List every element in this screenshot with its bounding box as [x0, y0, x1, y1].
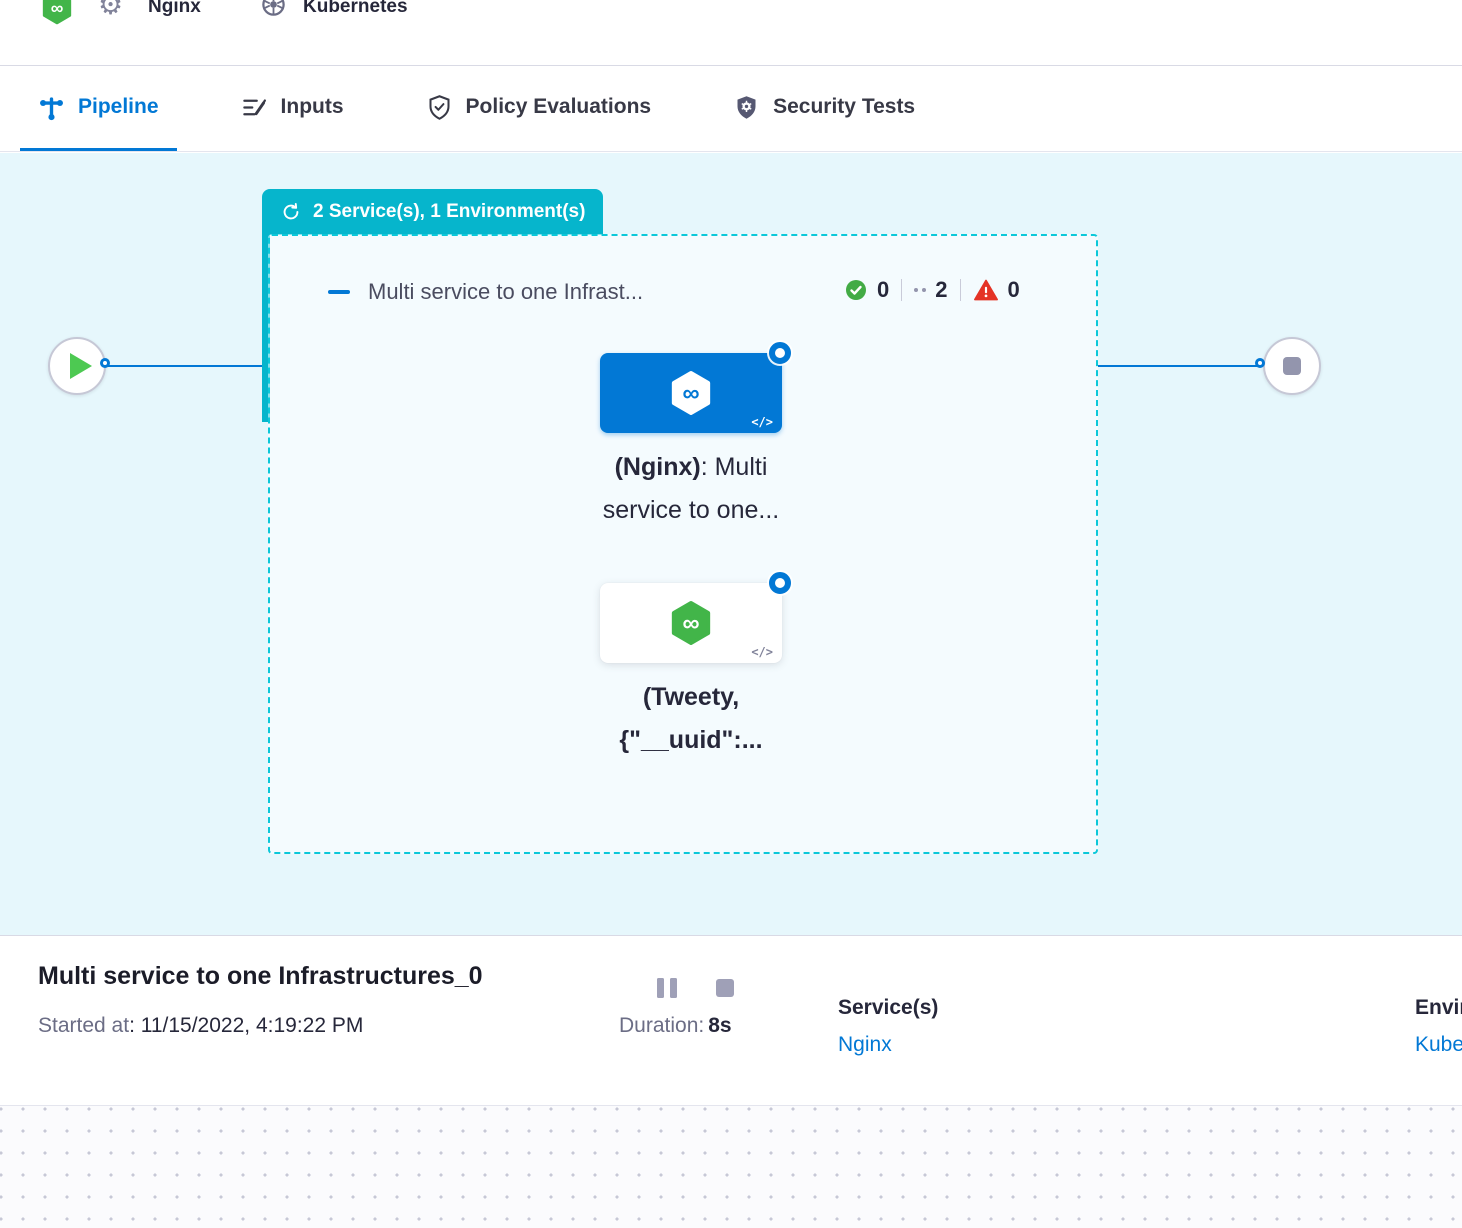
kubernetes-icon: [260, 0, 287, 23]
abort-button[interactable]: [716, 979, 734, 997]
step-label-tweety-line1: (Tweety,: [642, 683, 740, 711]
console-grid-area: [0, 1105, 1462, 1228]
execution-tabs: Pipeline Inputs Policy Evaluations: [0, 66, 1462, 152]
tab-inputs-label: Inputs: [280, 95, 344, 118]
running-count: 2: [935, 277, 948, 302]
step-node-nginx[interactable]: ∞ </>: [600, 342, 791, 433]
step-label-tweety: (Tweety, {"__uuid":...: [511, 676, 871, 762]
stage-title: Multi service to one Infrast...: [368, 279, 644, 304]
tab-policy-evaluations[interactable]: Policy Evaluations: [408, 66, 670, 151]
tab-inputs[interactable]: Inputs: [223, 66, 362, 151]
stage-group[interactable]: Multi service to one Infrast... 0 2: [268, 234, 1098, 854]
tab-policy-evaluations-label: Policy Evaluations: [465, 95, 652, 118]
step-label-nginx-rest: : Multi: [700, 453, 768, 481]
step-label-tweety-line2: {"__uuid":...: [619, 726, 763, 754]
svg-text:∞: ∞: [682, 610, 699, 637]
harness-pipeline-icon: ∞: [40, 0, 74, 30]
harness-service-icon-green: ∞: [668, 600, 714, 646]
stage-selection-bar: [262, 234, 270, 422]
topbar-service-name[interactable]: Nginx: [148, 0, 201, 17]
environments-block: Environment(s) Kubernetes: [1415, 996, 1462, 1057]
edge-start-to-stage: [108, 365, 268, 367]
tab-security-tests-label: Security Tests: [773, 95, 916, 118]
environments-value-link[interactable]: Kubernetes: [1415, 1033, 1462, 1056]
top-bar: ∞ ⚙ Nginx Kubernetes: [0, 0, 1462, 66]
end-node[interactable]: [1263, 337, 1321, 395]
stage-group-badge-label: 2 Service(s), 1 Environment(s): [313, 201, 586, 222]
duration: Duration:8s: [619, 1014, 732, 1038]
shield-check-icon: [426, 94, 453, 121]
code-icon: </>: [751, 645, 773, 659]
started-at-label: Started at: [38, 1014, 130, 1037]
collapse-stage-icon[interactable]: [328, 290, 350, 294]
stop-icon: [1283, 357, 1301, 375]
duration-label: Duration:: [619, 1014, 705, 1037]
cycle-icon: [280, 201, 302, 223]
start-node-port: [100, 358, 110, 368]
step-label-nginx: (Nginx): Multi service to one...: [511, 446, 871, 532]
execution-summary-bar: Multi service to one Infrastructures_0 S…: [0, 935, 1462, 1105]
execution-title: Multi service to one Infrastructures_0: [38, 962, 483, 990]
services-block: Service(s) Nginx: [838, 996, 938, 1057]
pause-button[interactable]: [657, 978, 678, 998]
svg-text:∞: ∞: [682, 380, 699, 407]
step-node-tweety[interactable]: ∞ </>: [600, 572, 791, 663]
end-node-port: [1255, 358, 1265, 368]
step-label-nginx-line2: service to one...: [602, 496, 780, 524]
services-label: Service(s): [838, 996, 939, 1019]
step-status-ring: [769, 572, 791, 594]
topbar-environment-name[interactable]: Kubernetes: [303, 0, 408, 17]
divider: [901, 279, 903, 301]
stage-group-badge[interactable]: 2 Service(s), 1 Environment(s): [262, 189, 604, 235]
pipeline-icon: [38, 94, 65, 121]
svg-text:∞: ∞: [51, 0, 64, 18]
harness-service-icon-white: ∞: [668, 370, 714, 416]
divider: [959, 279, 961, 301]
step-label-nginx-name: (Nginx): [614, 453, 701, 481]
play-icon: [70, 353, 92, 379]
environments-label: Environment(s): [1415, 996, 1462, 1019]
code-icon: </>: [751, 415, 773, 429]
stage-status-counts: 0 2 0: [844, 277, 1020, 303]
tab-pipeline-label: Pipeline: [78, 95, 159, 118]
pipeline-canvas: 2 Service(s), 1 Environment(s) Multi ser…: [0, 153, 1462, 935]
tab-security-tests[interactable]: Security Tests: [715, 66, 933, 151]
shield-gear-icon: [733, 94, 760, 121]
inputs-icon: [241, 94, 268, 121]
gear-icon: ⚙: [98, 0, 124, 20]
tab-pipeline[interactable]: Pipeline: [20, 66, 177, 151]
started-at: Started at: 11/15/2022, 4:19:22 PM: [38, 1014, 363, 1038]
success-count: 0: [877, 277, 890, 302]
edge-stage-to-end: [1098, 365, 1268, 367]
failed-count: 0: [1007, 277, 1020, 302]
failed-warning-icon: [973, 277, 999, 303]
services-value-link[interactable]: Nginx: [838, 1033, 892, 1056]
step-status-ring: [769, 342, 791, 364]
running-dots-icon: [914, 288, 927, 292]
started-at-value: : 11/15/2022, 4:19:22 PM: [129, 1014, 364, 1037]
success-check-icon: [844, 278, 868, 302]
start-node[interactable]: [48, 337, 106, 395]
duration-value: 8s: [708, 1014, 732, 1037]
